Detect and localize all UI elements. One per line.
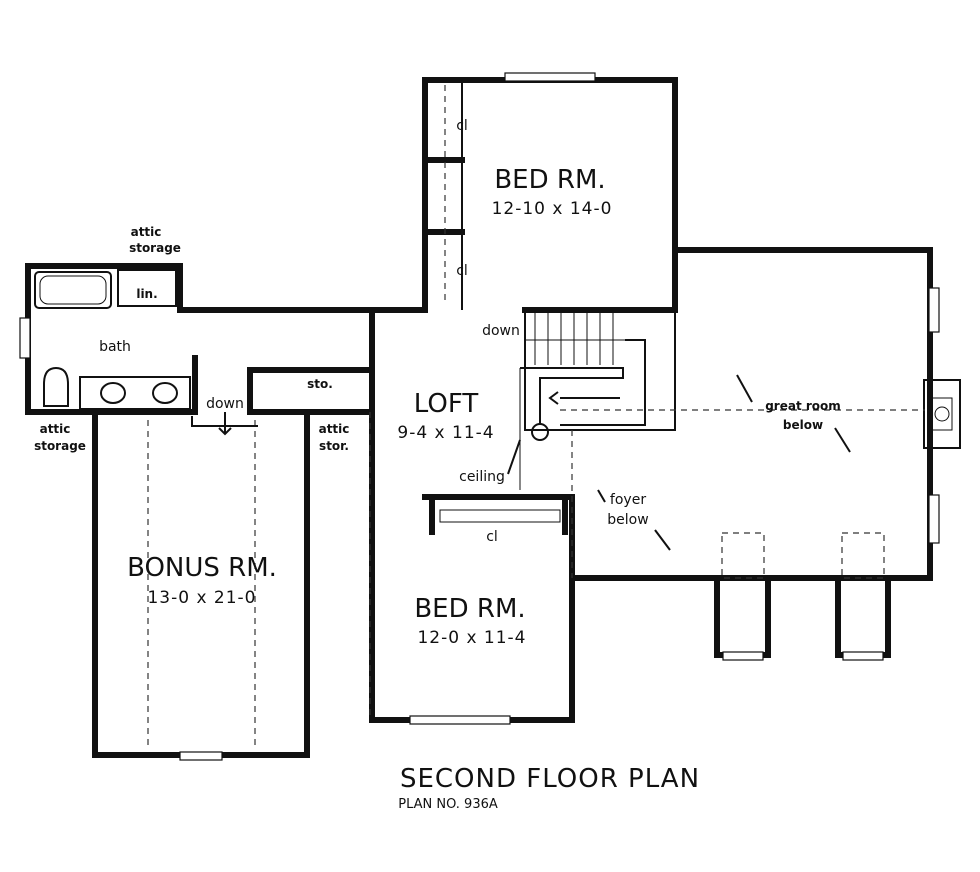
plan-title-block: SECOND FLOOR PLAN PLAN NO. 936A bbox=[398, 764, 700, 812]
bed-top-name: BED RM. bbox=[494, 165, 605, 195]
bed-mid-name: BED RM. bbox=[414, 594, 525, 624]
stairs bbox=[519, 311, 676, 490]
loft-name: LOFT bbox=[414, 389, 479, 419]
closets bbox=[117, 80, 568, 535]
bath-fixtures bbox=[34, 271, 191, 410]
foyer-below-2: below bbox=[607, 512, 648, 528]
closet-label-1: cl bbox=[456, 118, 468, 134]
great-room-below-2: below bbox=[783, 418, 823, 432]
ceiling-label: ceiling bbox=[459, 469, 505, 485]
linen-label: lin. bbox=[136, 287, 157, 301]
down-stair-label: down bbox=[482, 323, 520, 339]
bed-top-size: 12-10 x 14-0 bbox=[492, 199, 613, 219]
attic-storage-top-1: attic bbox=[131, 225, 162, 239]
attic-stor-1: attic bbox=[319, 422, 350, 436]
bed-mid-size: 12-0 x 11-4 bbox=[417, 628, 526, 648]
plan-title: SECOND FLOOR PLAN bbox=[400, 764, 700, 794]
closet-label-2: cl bbox=[456, 263, 468, 279]
bath-label: bath bbox=[99, 339, 131, 355]
attic-storage-left-2: storage bbox=[34, 439, 86, 453]
sto-label: sto. bbox=[307, 377, 333, 391]
plan-number: PLAN NO. 936A bbox=[398, 797, 498, 812]
bonus-size: 13-0 x 21-0 bbox=[147, 588, 256, 608]
windows bbox=[19, 72, 940, 761]
great-room-below-1: great room bbox=[765, 399, 841, 413]
down-bonus-label: down bbox=[206, 396, 244, 412]
closet-label-3: cl bbox=[486, 529, 498, 545]
loft-size: 9-4 x 11-4 bbox=[397, 423, 494, 443]
room-labels: BED RM. 12-10 x 14-0 LOFT 9-4 x 11-4 BED… bbox=[127, 165, 613, 648]
attic-stor-2: stor. bbox=[319, 439, 349, 453]
attic-storage-top-2: storage bbox=[129, 241, 181, 255]
bonus-name: BONUS RM. bbox=[127, 553, 277, 583]
small-labels: bath lin. attic storage attic storage at… bbox=[34, 118, 841, 545]
open-to-below bbox=[147, 374, 925, 750]
attic-storage-left-1: attic bbox=[40, 422, 71, 436]
foyer-below-1: foyer bbox=[610, 492, 646, 508]
